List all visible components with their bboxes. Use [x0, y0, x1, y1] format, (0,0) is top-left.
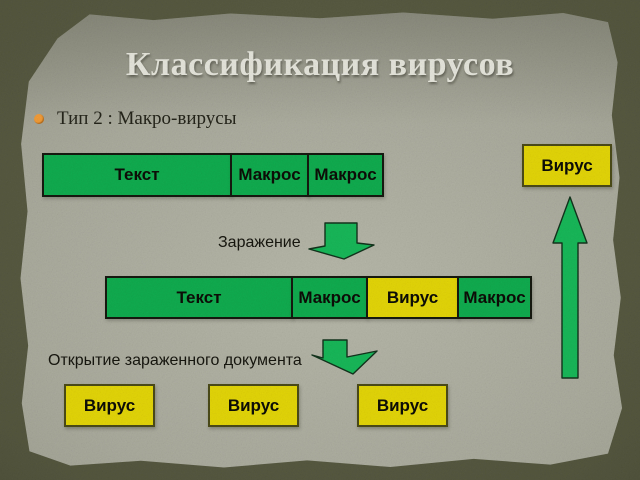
bullet-item: Тип 2 : Макро-вирусы [34, 108, 236, 130]
virus-box: Вирус [208, 384, 299, 427]
virus-box-top: Вирус [522, 144, 612, 187]
open-document-down-arrow-icon [311, 339, 378, 375]
bullet-text: Тип 2 : Макро-вирусы [57, 108, 237, 129]
bullet-icon [34, 114, 44, 124]
open-document-label: Открытие зараженного документа [48, 352, 302, 369]
document-bar-clean: Текст Макрос Макрос [42, 153, 384, 197]
slide-title: Классификация вирусов [125, 46, 515, 83]
virus-return-up-arrow-icon [552, 196, 588, 379]
segment-macro: Макрос [307, 153, 384, 197]
segment-macro: Макрос [291, 276, 368, 319]
segment-text: Текст [42, 153, 232, 197]
segment-macro: Макрос [457, 276, 532, 319]
infection-label: Заражение [218, 234, 301, 251]
segment-macro: Макрос [230, 153, 309, 197]
segment-text: Текст [105, 276, 293, 319]
segment-virus: Вирус [366, 276, 459, 319]
infection-down-arrow-icon [308, 222, 375, 260]
virus-box: Вирус [64, 384, 155, 427]
document-bar-infected: Текст Макрос Вирус Макрос [105, 276, 532, 319]
virus-box: Вирус [357, 384, 448, 427]
